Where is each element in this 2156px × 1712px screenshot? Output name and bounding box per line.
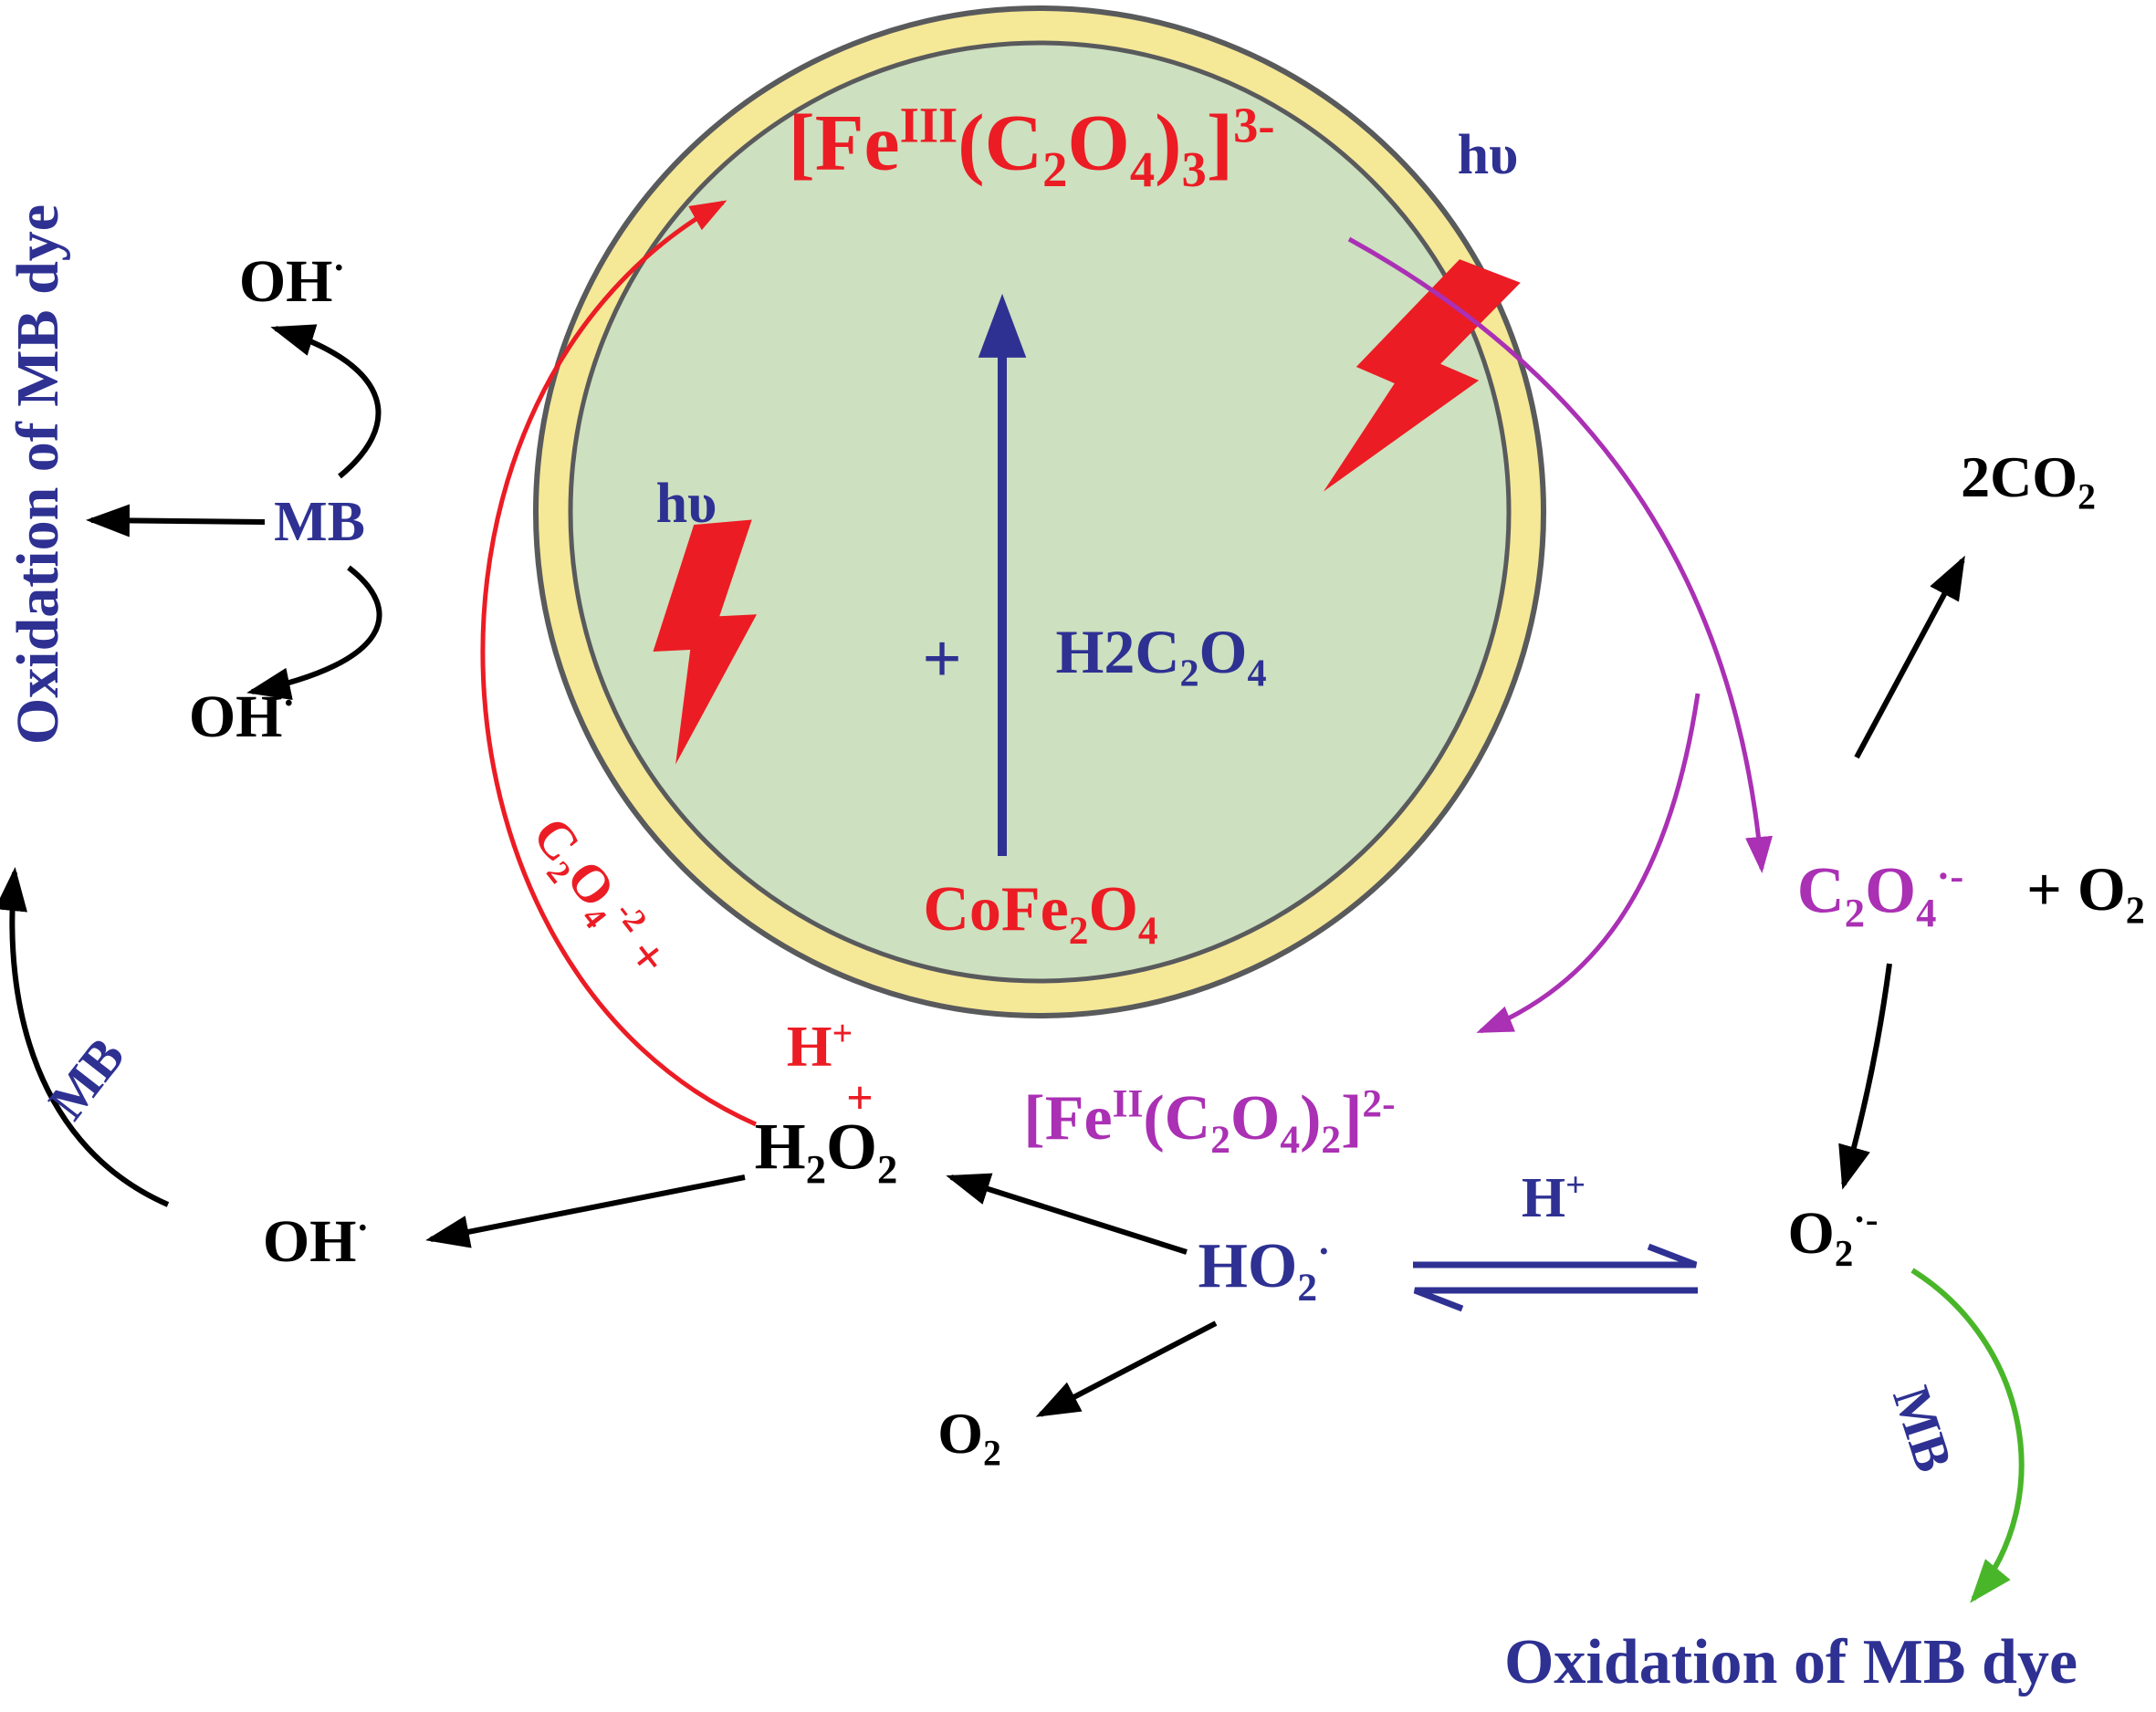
h-plus-label-blue: H+ — [1521, 1166, 1586, 1229]
catalyst-particle-core — [568, 40, 1512, 984]
superoxide-radical-label: O2·- — [1787, 1198, 1879, 1275]
h-plus-label-red: H+ — [786, 1013, 853, 1079]
arrow-mb-to-oh-top — [270, 324, 382, 479]
mb-label-left: MB — [274, 491, 365, 553]
arrow-c2o4-to-o2-radical — [1838, 963, 1892, 1190]
co2-label: 2CO2 — [1961, 444, 2096, 517]
oh-radical-label-top: OH· — [238, 247, 346, 315]
plus-o2-label: + O2 — [2026, 854, 2145, 933]
arrow-mb-to-oxidation-left — [86, 504, 266, 538]
h2o2-label: H2O2 — [754, 1110, 898, 1192]
oh-radical-label-bottom: OH· — [262, 1207, 370, 1275]
arrow-photolysis-to-c2o4-radical — [1347, 236, 1773, 873]
arrow-oh-mb-cycle — [0, 867, 170, 1207]
oh-radical-label-mid: OH· — [188, 683, 296, 750]
equilibrium-arrow-reverse — [1413, 1287, 1698, 1312]
lightning-bolt-icon — [653, 519, 757, 765]
arrow-h2o2-to-oh — [425, 1174, 746, 1248]
ho2-radical-label: HO2· — [1198, 1229, 1331, 1310]
arrow-mb-to-oh-mid — [246, 565, 382, 701]
arrow-o2-radical-to-oxidation — [1910, 1268, 2025, 1603]
plus-sign-center: + — [922, 621, 962, 697]
photon-hv-label-left: hυ — [655, 473, 717, 535]
plus-sign-red: + — [846, 1072, 874, 1124]
c2o4-radical-label: C2O4·- — [1796, 852, 1964, 935]
oxidation-of-mb-dye-label-left: Oxidation of MB dye — [5, 204, 71, 746]
arrow-ho2-to-o2 — [1035, 1321, 1218, 1417]
arrow-photolysis-to-fe2-complex — [1476, 693, 1701, 1034]
fe3-oxalate-complex-label: [FeIII(C2O4)3]3- — [788, 97, 1275, 198]
arrow-c2o4-to-co2 — [1854, 555, 1965, 759]
oxidation-of-mb-dye-label-bottom: Oxidation of MB dye — [1503, 1627, 2078, 1697]
oxalic-acid-label: H2C2O4 — [1055, 617, 1267, 695]
arrow-regeneration-to-fe3 — [480, 200, 758, 1127]
photon-hv-label-right: hυ — [1457, 124, 1519, 186]
o2-label: O2 — [937, 1400, 1001, 1474]
cofe2o4-catalyst-label: CoFe2O4 — [923, 873, 1158, 953]
equilibrium-arrow-forward — [1413, 1243, 1698, 1268]
fe2-oxalate-complex-label: [FeII(C2O4)2]2- — [1023, 1081, 1396, 1162]
arrow-ho2-to-h2o2 — [946, 1173, 1188, 1255]
